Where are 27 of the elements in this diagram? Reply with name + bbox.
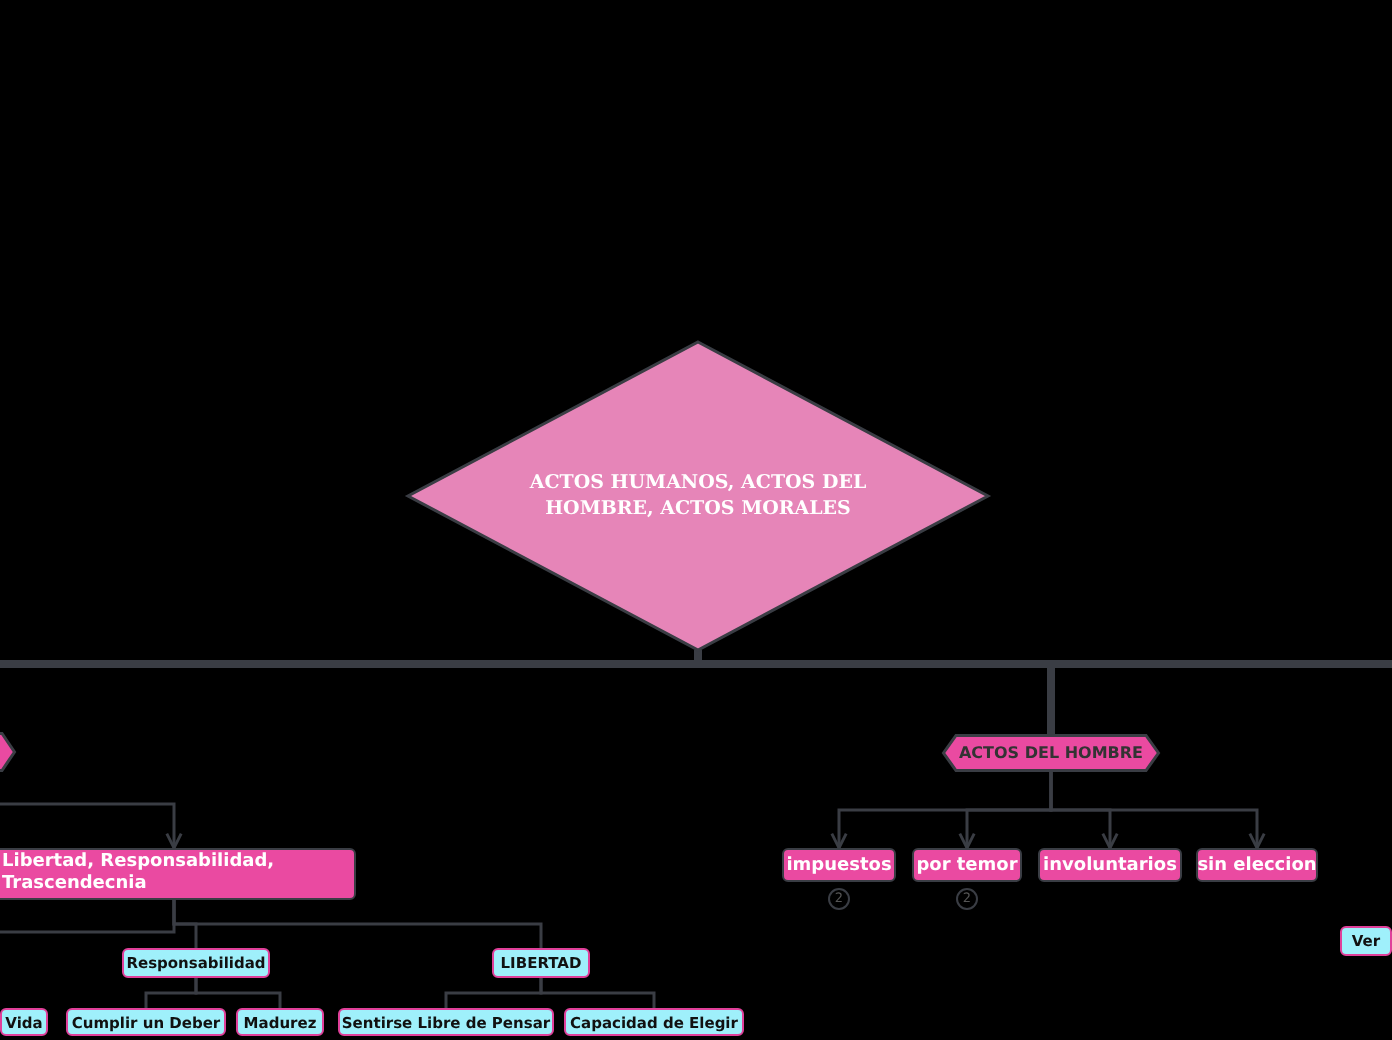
node-text: ACTOS DEL HOMBRE [958,744,1144,762]
subtopic-box [564,1008,744,1036]
hexagon-node [942,734,1160,772]
connector-line [0,900,176,934]
subtopic-box [492,948,590,978]
subtopic-box [122,948,270,978]
topic-box [782,848,896,882]
topic-box [912,848,1022,882]
node-text: Libertad, Responsabilidad, Trascendecnia [2,852,277,896]
decision-diamond [408,342,988,650]
node-text: por temor [916,855,1018,875]
subtopic-box [0,1008,48,1036]
subtopic-box [1340,926,1392,956]
topic-box [1038,848,1182,882]
arrow [1049,772,1266,850]
subtopic-box [338,1008,554,1036]
connector-line [694,650,1392,668]
subtopic-box [236,1008,324,1036]
subtopic-box [66,1008,226,1036]
node-text: sin eleccion [1197,855,1317,875]
node-text: impuestos [786,855,892,875]
node-text: involuntarios [1043,855,1177,875]
connector-line [194,978,282,1008]
topic-box [0,848,356,900]
connector-line [539,978,656,1008]
topic-box [1196,848,1318,882]
node-text: ACTOS HUMANOS, ACTOS DEL HOMBRE, ACTOS MORALES [527,470,869,522]
